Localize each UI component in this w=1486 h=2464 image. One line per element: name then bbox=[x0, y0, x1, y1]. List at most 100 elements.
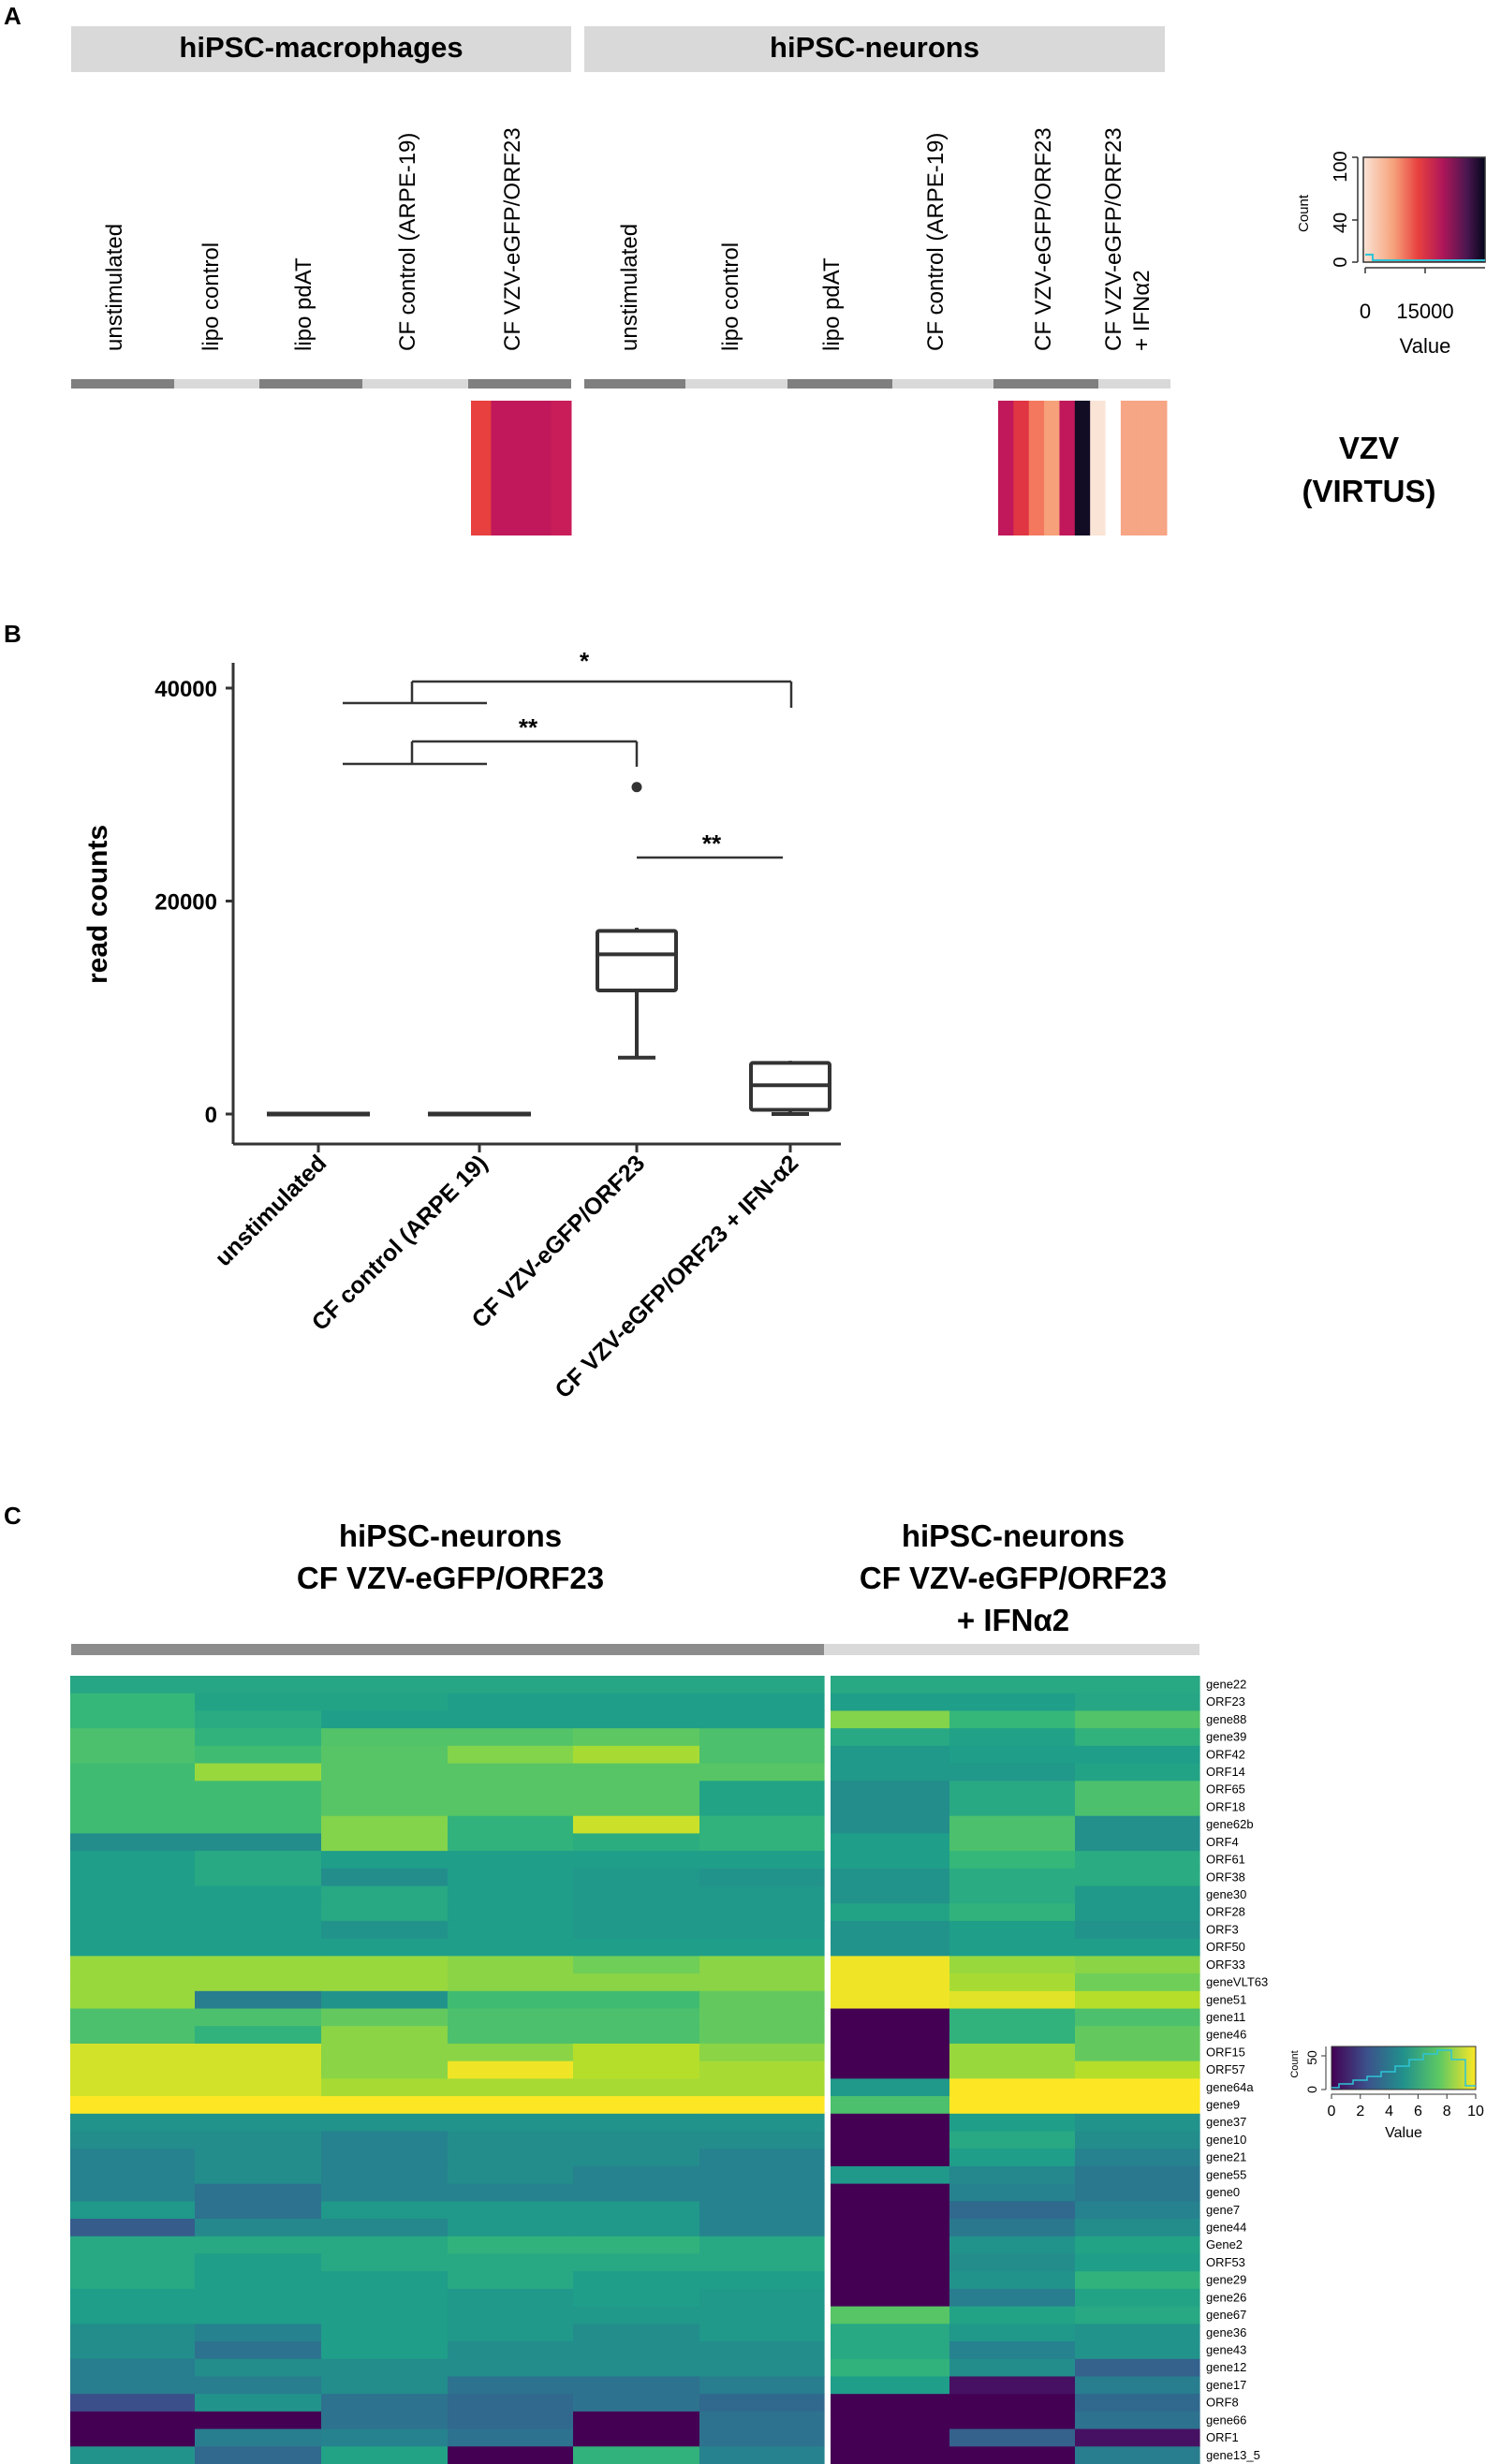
heat-cell bbox=[321, 2131, 449, 2149]
heat-cell bbox=[70, 1763, 196, 1782]
key-c-value-tick: 10 bbox=[1467, 2104, 1484, 2119]
heat-cell bbox=[1090, 401, 1107, 535]
heat-cell bbox=[321, 2306, 449, 2325]
heat-cell bbox=[699, 1763, 825, 1782]
heat-cell bbox=[949, 2324, 1076, 2342]
heat-cell bbox=[448, 1868, 574, 1887]
heat-cell bbox=[70, 1903, 196, 1922]
heat-cell bbox=[448, 1833, 574, 1852]
heat-cell bbox=[195, 2428, 322, 2447]
heat-cell bbox=[1075, 1990, 1200, 2010]
heat-cell bbox=[949, 2219, 1076, 2237]
heat-cell bbox=[321, 2219, 449, 2237]
heat-cell bbox=[195, 2411, 322, 2430]
gene-label: gene37 bbox=[1206, 2115, 1246, 2129]
heat-cell bbox=[831, 1903, 950, 1922]
heat-cell bbox=[195, 2446, 322, 2464]
heat-cell bbox=[448, 2043, 574, 2062]
heat-cell bbox=[195, 2376, 322, 2395]
heat-cell bbox=[699, 2341, 825, 2360]
heat-cell bbox=[70, 2271, 196, 2290]
heat-cell bbox=[1075, 1728, 1200, 1747]
gene-label: ORF61 bbox=[1206, 1853, 1245, 1867]
heat-cell bbox=[699, 1868, 825, 1887]
gene-label: gene36 bbox=[1206, 2325, 1246, 2339]
heat-cell bbox=[831, 1973, 950, 1992]
heat-cell bbox=[699, 1728, 825, 1747]
heat-cell bbox=[573, 1885, 700, 1904]
heat-cell bbox=[949, 1693, 1076, 1712]
heat-cell bbox=[573, 2219, 700, 2237]
heat-cell bbox=[831, 1781, 950, 1799]
heat-cell bbox=[699, 1851, 825, 1870]
heat-cell bbox=[831, 2376, 950, 2395]
condition-label: CF VZV-eGFP/ORF23 bbox=[500, 127, 525, 351]
heat-cell bbox=[949, 2358, 1076, 2378]
heat-cell bbox=[321, 1728, 449, 1747]
heat-cell bbox=[573, 1728, 700, 1747]
heat-cell bbox=[949, 2411, 1076, 2430]
heat-cell bbox=[699, 1710, 825, 1729]
heat-cell bbox=[699, 2165, 825, 2185]
heat-cell bbox=[195, 1781, 322, 1799]
heat-cell bbox=[573, 2078, 700, 2097]
heat-cell bbox=[321, 1920, 449, 1940]
gene-label: gene9 bbox=[1206, 2098, 1240, 2112]
heat-cell bbox=[699, 1676, 825, 1694]
heat-cell bbox=[1059, 401, 1076, 535]
heat-cell bbox=[70, 1745, 196, 1765]
heat-cell bbox=[949, 1797, 1076, 1817]
heat-cell bbox=[321, 2288, 449, 2308]
heat-cell bbox=[573, 1851, 700, 1870]
heat-cell bbox=[531, 401, 552, 535]
heat-cell bbox=[195, 1885, 322, 1904]
heat-cell bbox=[1075, 1745, 1200, 1765]
heat-cell bbox=[321, 1990, 449, 2010]
heat-cell bbox=[573, 2394, 700, 2413]
heat-cell bbox=[321, 1745, 449, 1765]
heat-cell bbox=[321, 1833, 449, 1852]
gene-label: gene10 bbox=[1206, 2133, 1246, 2147]
gene-label: ORF15 bbox=[1206, 2045, 1245, 2059]
heat-cell bbox=[195, 2219, 322, 2237]
heat-cell bbox=[195, 2078, 322, 2097]
key-c-value-tick: 4 bbox=[1385, 2104, 1393, 2119]
heat-cell bbox=[1075, 2306, 1200, 2325]
heat-cell bbox=[573, 1990, 700, 2010]
heat-cell bbox=[448, 1851, 574, 1870]
heat-cell bbox=[1013, 401, 1030, 535]
heat-cell bbox=[949, 2341, 1076, 2360]
heat-cell bbox=[949, 2149, 1076, 2167]
heat-cell bbox=[1075, 1763, 1200, 1782]
condition-label: + IFNα2 bbox=[1129, 270, 1155, 351]
heat-cell bbox=[448, 1956, 574, 1974]
gene-label: Gene2 bbox=[1206, 2237, 1243, 2251]
heat-cell bbox=[70, 1781, 196, 1799]
heat-cell bbox=[831, 2096, 950, 2115]
gene-label: gene12 bbox=[1206, 2360, 1246, 2374]
heat-cell bbox=[195, 2113, 322, 2133]
heat-cell bbox=[699, 2428, 825, 2447]
heat-cell bbox=[70, 1851, 196, 1870]
heat-cell bbox=[949, 2008, 1076, 2027]
heat-cell bbox=[195, 1710, 322, 1729]
heat-cell bbox=[70, 1920, 196, 1940]
heat-cell bbox=[1075, 1885, 1200, 1904]
key-a-value-tick-0: 0 bbox=[1360, 300, 1371, 323]
heat-cell bbox=[573, 2236, 700, 2255]
heat-cell bbox=[831, 2008, 950, 2027]
heat-cell bbox=[1075, 1903, 1200, 1922]
heat-cell bbox=[195, 2149, 322, 2167]
y-tick-label: 0 bbox=[205, 1103, 217, 1128]
heat-cell bbox=[699, 2306, 825, 2325]
heat-cell bbox=[949, 2026, 1076, 2045]
heat-cell bbox=[949, 1745, 1076, 1765]
heat-cell bbox=[321, 2236, 449, 2255]
vzv-heatmap-row bbox=[471, 401, 1168, 535]
gene-label: gene29 bbox=[1206, 2273, 1246, 2287]
heat-cell bbox=[1075, 1815, 1200, 1834]
svg-text:50: 50 bbox=[1304, 2050, 1319, 2065]
heat-cell bbox=[949, 2131, 1076, 2149]
heat-cell bbox=[195, 1920, 322, 1940]
heat-cell bbox=[573, 1745, 700, 1765]
